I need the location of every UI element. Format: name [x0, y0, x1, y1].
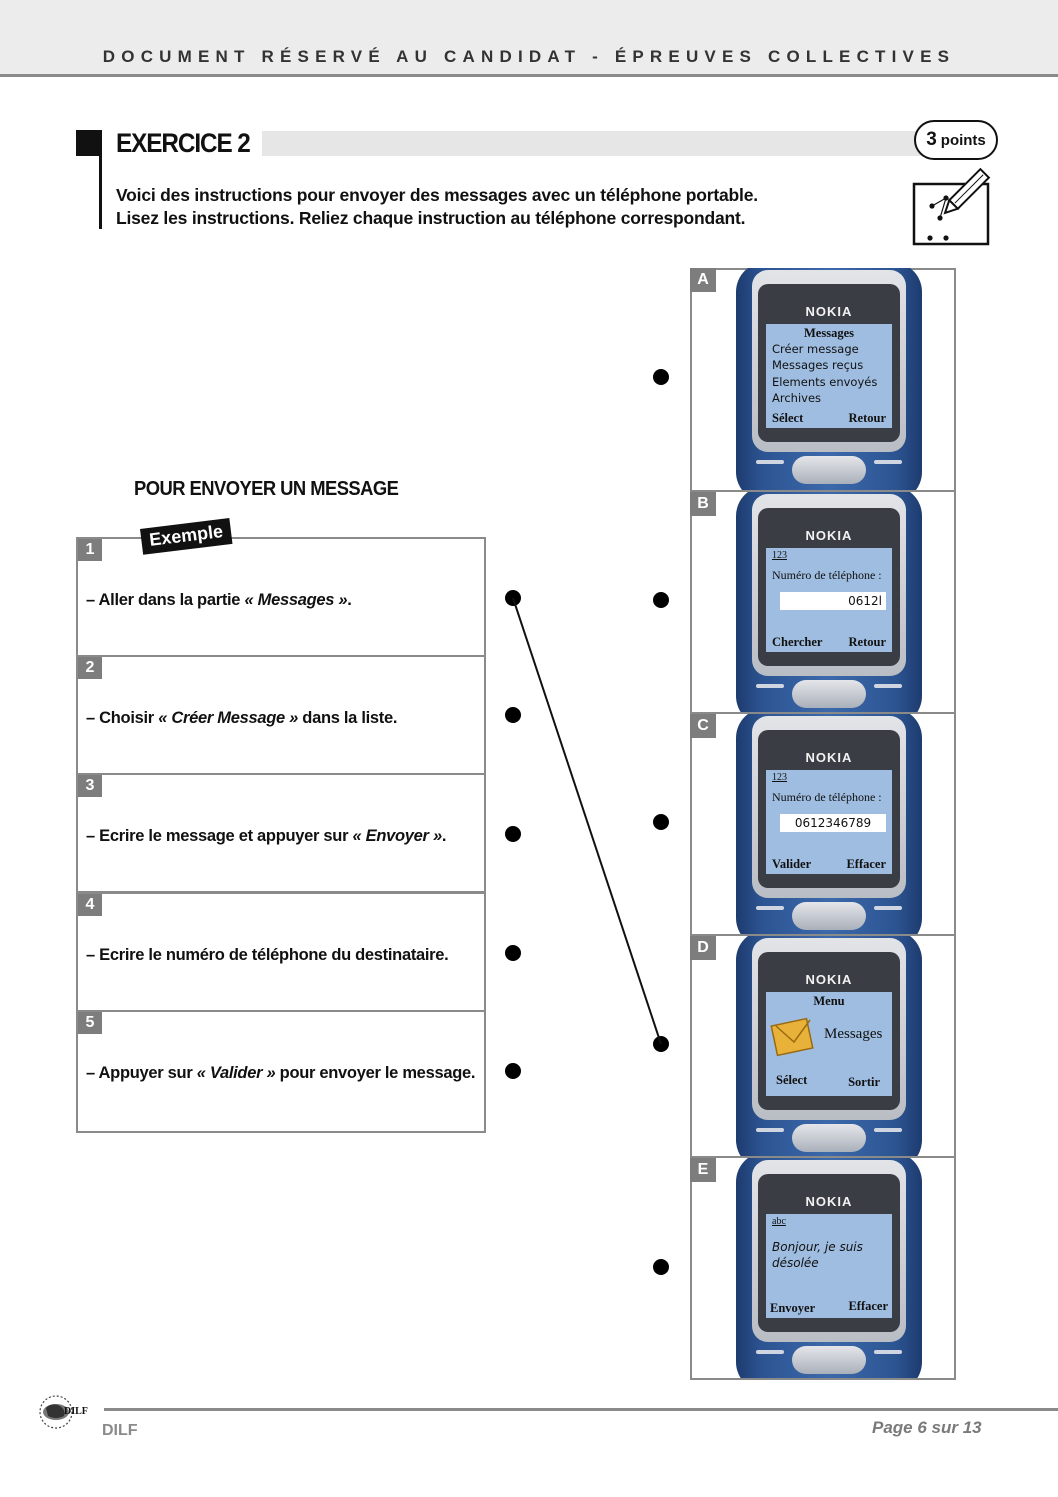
dilf-logo-icon: [39, 1395, 73, 1429]
pencil-dots-icon: [912, 167, 991, 246]
envelope-icon: [770, 1017, 814, 1057]
menu-item: Elements envoyés: [772, 375, 878, 389]
logo-word: DILF: [64, 1406, 88, 1417]
step-number: 2: [78, 657, 102, 679]
header-rule: [0, 74, 1058, 77]
phone-keys: [752, 1122, 906, 1156]
footer-brand: DILF: [102, 1422, 138, 1439]
phone-a: A NOKIA Messages Créer message Messages …: [690, 268, 956, 490]
phone-screen: 123 Numéro de téléphone : 0612346789 Val…: [766, 770, 892, 874]
right-softkey: Retour: [848, 635, 887, 649]
field-label: Numéro de téléphone :: [772, 790, 882, 804]
exercise-title-bar: [262, 131, 952, 156]
phone-letter: D: [690, 936, 716, 960]
phone-dot-a[interactable]: [653, 369, 669, 385]
phone-dot-c[interactable]: [653, 814, 669, 830]
phone-dot-d[interactable]: [653, 1036, 669, 1052]
points-badge: 3 points: [914, 120, 998, 160]
exercise-instructions: Voici des instructions pour envoyer des …: [116, 184, 758, 230]
menu-title: Menu: [813, 994, 845, 1008]
step-box-3: 3 – Ecrire le message et appuyer sur « E…: [76, 773, 486, 893]
phone-dot-b[interactable]: [653, 592, 669, 608]
points-word: points: [940, 131, 986, 149]
menu-item: Messages: [824, 1026, 883, 1042]
phone-brand: NOKIA: [805, 1194, 853, 1209]
phone-letter: E: [690, 1158, 716, 1182]
phone-keys: [752, 678, 906, 712]
step-box-1: 1 – Aller dans la partie « Messages ».: [76, 537, 486, 657]
step-dot-4[interactable]: [505, 945, 521, 961]
points-number: 3: [926, 129, 937, 150]
step-dot-5[interactable]: [505, 1063, 521, 1079]
input-mode: 123: [772, 772, 787, 783]
instruction-line-2: Lisez les instructions. Reliez chaque in…: [116, 208, 746, 228]
phone-keys: [752, 1344, 906, 1378]
step-text: – Aller dans la partie « Messages ».: [86, 591, 352, 609]
menu-item: Archives: [772, 391, 822, 405]
phone-number-field: 0612l: [780, 592, 886, 610]
menu-title: Messages: [804, 326, 854, 340]
step-dot-2[interactable]: [505, 707, 521, 723]
step-number: 5: [78, 1012, 102, 1034]
header-band: [0, 0, 1058, 74]
phone-number-field: 0612346789: [780, 814, 886, 832]
instruction-line-1: Voici des instructions pour envoyer des …: [116, 185, 758, 205]
step-text: – Ecrire le message et appuyer sur « Env…: [86, 827, 447, 845]
message-text-line-2: désolée: [772, 1256, 819, 1270]
step-number: 1: [78, 539, 102, 561]
step-number: 3: [78, 775, 102, 797]
phone-brand: NOKIA: [805, 528, 853, 543]
exercise-marker: [76, 130, 102, 156]
phone-d: D NOKIA Menu Messages Sélect Sortir: [690, 934, 956, 1156]
step-dot-1[interactable]: [505, 590, 521, 606]
input-mode: abc: [772, 1216, 786, 1227]
phone-b: B NOKIA 123 Numéro de téléphone : 0612l …: [690, 490, 956, 712]
exercise-title: EXERCICE 2: [116, 128, 251, 158]
phone-brand: NOKIA: [805, 750, 853, 765]
step-number: 4: [78, 894, 102, 916]
phone-letter: A: [690, 268, 716, 292]
step-dot-3[interactable]: [505, 826, 521, 842]
menu-item: Messages reçus: [772, 358, 864, 372]
phone-keys: [752, 454, 906, 488]
right-softkey: Effacer: [846, 857, 886, 871]
step-text: – Ecrire le numéro de téléphone du desti…: [86, 946, 449, 964]
phone-brand: NOKIA: [805, 304, 853, 319]
phone-e: E NOKIA abc Bonjour, je suis désolée Env…: [690, 1156, 956, 1378]
phone-screen: abc Bonjour, je suis désolée Envoyer Eff…: [766, 1214, 892, 1318]
footer-rule: [104, 1408, 1058, 1411]
left-softkey: Envoyer: [770, 1301, 816, 1315]
phone-c: C NOKIA 123 Numéro de téléphone : 061234…: [690, 712, 956, 934]
phone-dot-e[interactable]: [653, 1259, 669, 1275]
left-softkey: Valider: [772, 857, 812, 871]
right-softkey: Sortir: [848, 1075, 880, 1089]
section-title: POUR ENVOYER UN MESSAGE: [134, 478, 399, 500]
left-softkey: Sélect: [772, 411, 804, 425]
right-softkey: Effacer: [848, 1299, 888, 1313]
step-text: – Choisir « Créer Message » dans la list…: [86, 709, 398, 727]
phone-keys: [752, 900, 906, 934]
phone-screen: Menu Messages Sélect Sortir: [766, 992, 892, 1096]
phone-brand: NOKIA: [805, 972, 853, 987]
step-box-5: 5 – Appuyer sur « Valider » pour envoyer…: [76, 1010, 486, 1133]
message-text-line-1: Bonjour, je suis: [772, 1240, 863, 1254]
exercise-vertical-line: [99, 156, 102, 229]
step-box-4: 4 – Ecrire le numéro de téléphone du des…: [76, 892, 486, 1012]
header-title: DOCUMENT RÉSERVÉ AU CANDIDAT - ÉPREUVES …: [102, 47, 956, 66]
right-softkey: Retour: [848, 411, 887, 425]
phone-letter: B: [690, 492, 716, 516]
menu-item: Créer message: [772, 342, 859, 356]
step-text: – Appuyer sur « Valider » pour envoyer l…: [86, 1064, 476, 1082]
input-mode: 123: [772, 550, 787, 561]
step-box-2: 2 – Choisir « Créer Message » dans la li…: [76, 655, 486, 775]
left-softkey: Chercher: [772, 635, 823, 649]
field-label: Numéro de téléphone :: [772, 568, 882, 582]
page-number: Page 6 sur 13: [872, 1418, 982, 1437]
left-softkey: Sélect: [776, 1073, 808, 1087]
phone-screen: Messages Créer message Messages reçus El…: [766, 324, 892, 428]
phone-screen: 123 Numéro de téléphone : 0612l Chercher…: [766, 548, 892, 652]
phone-letter: C: [690, 714, 716, 738]
